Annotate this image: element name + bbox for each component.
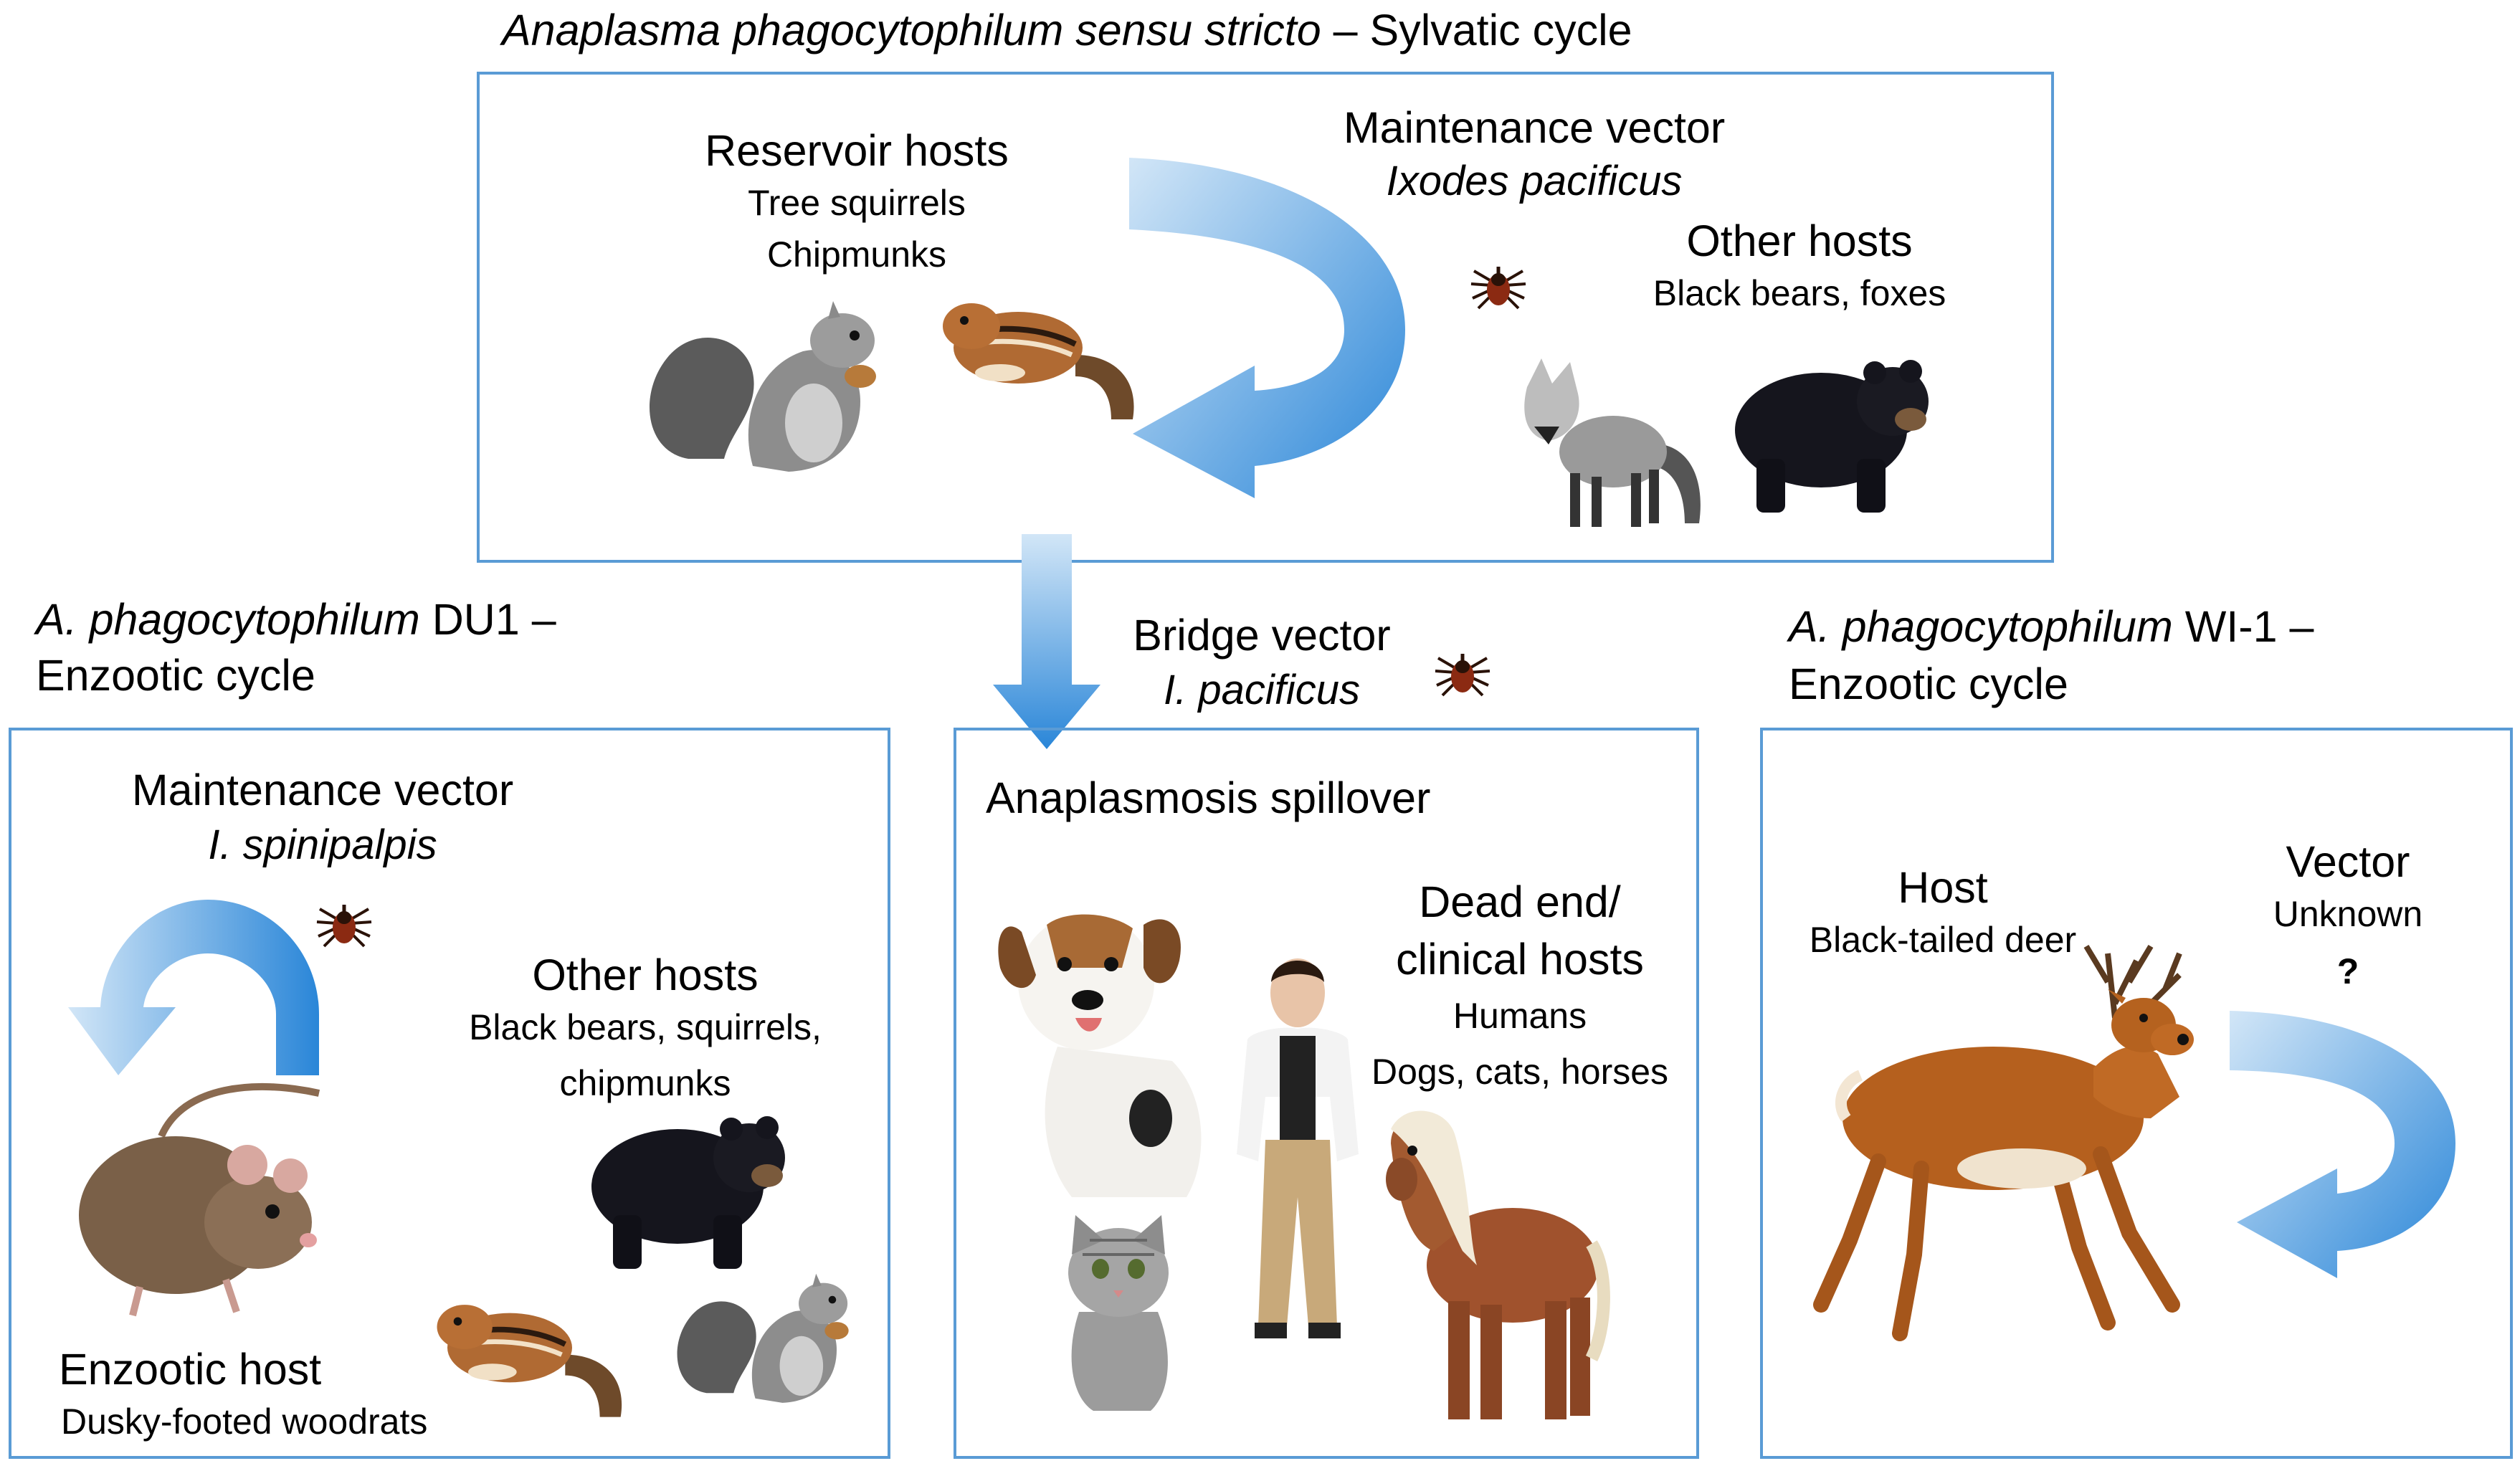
squirrel-icon xyxy=(650,301,876,472)
cycle-arrow-icon xyxy=(1129,158,1405,498)
cat-icon xyxy=(1068,1215,1169,1411)
wi1-host-heading: Host xyxy=(1898,863,1988,912)
dog-icon xyxy=(998,914,1202,1197)
wi1-title-line2: Enzootic cycle xyxy=(1789,660,2068,708)
wi1-title-rest: WI-1 – xyxy=(2172,602,2314,651)
bridge-vector-heading: Bridge vector xyxy=(1133,611,1391,660)
du1-other-hosts-line1: Black bears, squirrels, xyxy=(469,1007,822,1047)
maintenance-vector-species: Ixodes pacificus xyxy=(1386,158,1683,204)
dead-end-hosts-line1: Dead end/ xyxy=(1419,877,1621,926)
sylvatic-cycle-box xyxy=(477,72,2054,563)
du1-other-hosts-line2: chipmunks xyxy=(559,1063,731,1103)
cycle-arrow-icon xyxy=(2230,1011,2455,1278)
reservoir-host-item: Tree squirrels xyxy=(748,183,966,223)
wi1-vector-heading: Vector xyxy=(2286,837,2410,886)
du1-maintenance-vector-species: I. spinipalpis xyxy=(208,822,437,868)
spillover-box xyxy=(954,728,1699,1459)
du1-title-line2: Enzootic cycle xyxy=(36,651,315,700)
deer-icon xyxy=(1813,944,2194,1341)
dead-end-hosts-line2: clinical hosts xyxy=(1396,935,1644,984)
tick-icon xyxy=(1463,237,1534,337)
wi1-title: A. phagocytophilum WI-1 – xyxy=(1789,605,2314,649)
chipmunk-icon xyxy=(437,1305,622,1417)
wi1-vector-unknown-mark: ? xyxy=(2336,951,2359,991)
du1-maintenance-vector-heading: Maintenance vector xyxy=(131,766,514,814)
tick-icon xyxy=(1427,624,1498,724)
du1-title: A. phagocytophilum DU1 – xyxy=(36,598,556,642)
arc-arrow-icon xyxy=(68,900,319,1075)
du1-title-rest: DU1 – xyxy=(419,595,556,644)
horse-icon xyxy=(1386,1110,1610,1419)
wi1-host-species: Black-tailed deer xyxy=(1809,920,2077,960)
spillover-heading: Anaplasmosis spillover xyxy=(986,774,1431,822)
sylvatic-title-species: Anaplasma phagocytophilum sensu stricto xyxy=(502,6,1321,54)
wi1-title-species: A. phagocytophilum xyxy=(1789,602,2173,651)
du1-cycle-box xyxy=(9,728,890,1459)
sylvatic-title: Anaplasma phagocytophilum sensu stricto … xyxy=(502,9,1632,52)
down-arrow-icon xyxy=(993,534,1100,749)
du1-title-species: A. phagocytophilum xyxy=(36,595,420,644)
woodrat-icon xyxy=(79,1082,320,1317)
enzootic-host-species: Dusky-footed woodrats xyxy=(61,1401,428,1442)
maintenance-vector-heading: Maintenance vector xyxy=(1343,103,1726,152)
other-hosts-heading: Other hosts xyxy=(1686,216,1913,265)
reservoir-hosts-heading: Reservoir hosts xyxy=(705,126,1009,175)
other-hosts-list: Black bears, foxes xyxy=(1653,273,1946,313)
sylvatic-title-rest: – Sylvatic cycle xyxy=(1321,6,1632,54)
human-icon xyxy=(1237,958,1359,1338)
wi1-vector-status: Unknown xyxy=(2273,894,2423,934)
wi1-cycle-box xyxy=(1760,728,2513,1459)
squirrel-icon xyxy=(677,1273,849,1403)
black-bear-icon xyxy=(591,1116,785,1269)
enzootic-host-heading: Enzootic host xyxy=(59,1345,322,1394)
du1-other-hosts-heading: Other hosts xyxy=(532,951,759,999)
fox-icon xyxy=(1524,358,1701,527)
dead-end-host-animals: Dogs, cats, horses xyxy=(1371,1052,1669,1092)
dead-end-host-humans: Humans xyxy=(1452,996,1587,1036)
bridge-vector-species: I. pacificus xyxy=(1164,667,1360,713)
black-bear-icon xyxy=(1735,360,1929,513)
reservoir-host-item: Chipmunks xyxy=(766,234,947,275)
chipmunk-icon xyxy=(943,303,1134,419)
